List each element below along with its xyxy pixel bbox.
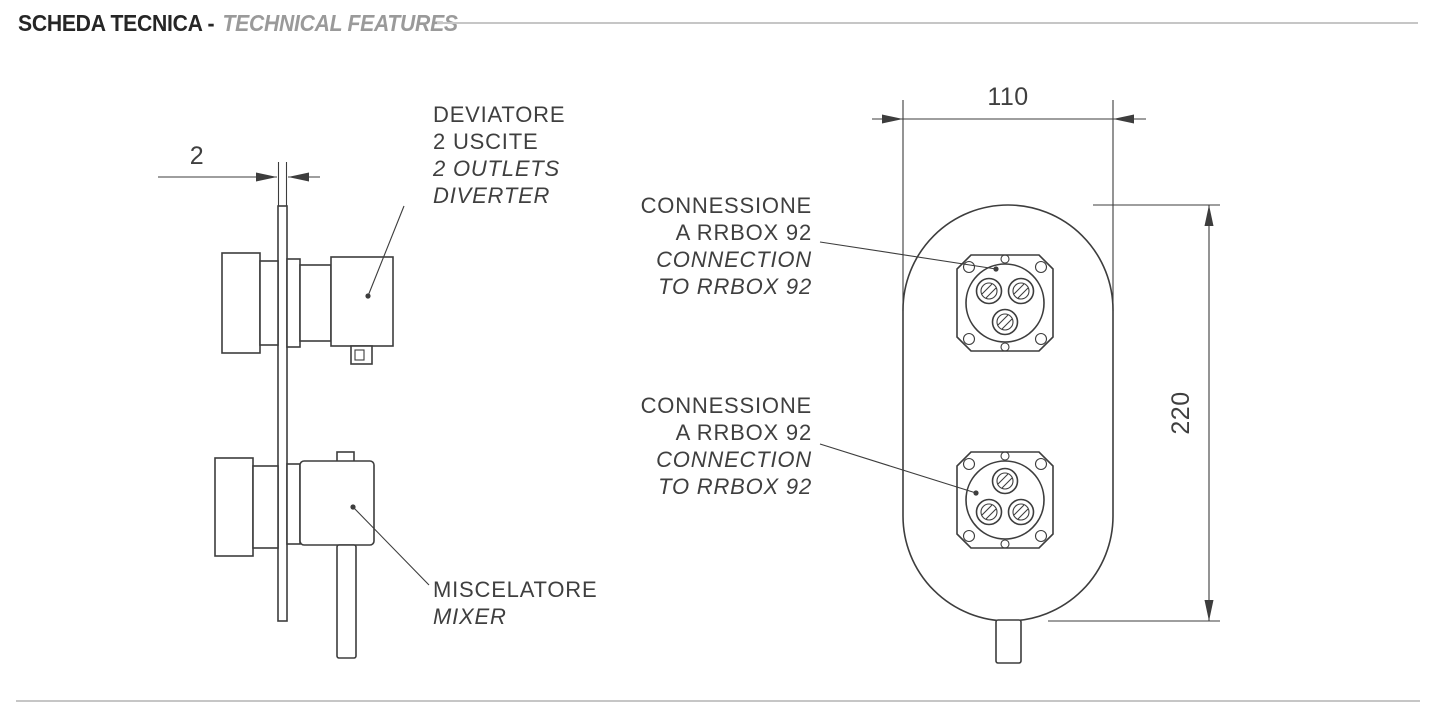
upper-flange-port-left xyxy=(975,277,1003,305)
connection-top-label: CONNESSIONE A RRBOX 92 CONNECTION TO RRB… xyxy=(641,193,999,299)
diverter-label-line3: 2 OUTLETS xyxy=(432,156,560,181)
dim-plate-thickness: 2 xyxy=(158,142,320,206)
page-title-secondary: TECHNICAL FEATURES xyxy=(222,9,458,36)
mixer-flange xyxy=(286,463,301,545)
mixer-leader-dot xyxy=(350,504,356,510)
mixer-label-line2: MIXER xyxy=(433,604,507,629)
wall-plate-side xyxy=(277,205,288,622)
diverter-inwall-body xyxy=(221,252,261,354)
lower-flange-bore xyxy=(965,460,1045,540)
dim-plate-thickness-value: 2 xyxy=(190,142,204,170)
upper-connection-flange xyxy=(956,254,1054,352)
diverter-assembly xyxy=(221,252,394,365)
dim-width-value: 110 xyxy=(987,83,1028,111)
connection-top-line1: CONNESSIONE xyxy=(641,193,812,218)
connection-top-line3: CONNECTION xyxy=(656,247,812,272)
header-rule xyxy=(437,22,1418,24)
lower-flange-port-right xyxy=(1007,498,1035,526)
diverter-flange xyxy=(286,258,301,348)
dim-width-110: 110 xyxy=(872,83,1146,311)
faceplate-outline xyxy=(902,204,1114,622)
mixer-assembly xyxy=(214,451,375,659)
diverter-base xyxy=(299,264,332,342)
connection-bottom-line1: CONNESSIONE xyxy=(641,393,812,418)
connection-bottom-line3: CONNECTION xyxy=(656,447,812,472)
mixer-label: MISCELATORE MIXER xyxy=(350,504,597,629)
lower-connection-flange xyxy=(956,451,1054,549)
lower-flange-port-left xyxy=(975,498,1003,526)
connection-top-line4: TO RRBOX 92 xyxy=(658,274,812,299)
front-view: 110 220 xyxy=(641,83,1220,664)
footer-rule xyxy=(16,700,1420,702)
dim-height-value: 220 xyxy=(1167,391,1195,434)
mixer-lever xyxy=(336,544,357,659)
dim-height-220: 220 xyxy=(1048,204,1220,622)
lever-stub-front xyxy=(995,619,1022,664)
lower-flange-port-top xyxy=(991,467,1019,495)
diverter-label-line4: DIVERTER xyxy=(433,183,550,208)
diverter-leader-dot xyxy=(365,293,371,299)
mixer-body xyxy=(299,460,375,546)
mixer-inwall-step xyxy=(252,465,279,549)
upper-flange-port-right xyxy=(1007,277,1035,305)
mixer-label-line1: MISCELATORE xyxy=(433,577,597,602)
page-title-primary: SCHEDA TECNICA - xyxy=(18,9,215,36)
upper-flange-bore xyxy=(965,263,1045,343)
diverter-label: DEVIATORE 2 USCITE 2 OUTLETS DIVERTER xyxy=(365,102,565,299)
diverter-label-line1: DEVIATORE xyxy=(433,102,565,127)
upper-flange-port-bottom xyxy=(991,308,1019,336)
connection-bottom-leader-dot xyxy=(973,490,979,496)
diverter-knob xyxy=(330,256,394,347)
side-view: 2 DEVIATORE 2 USCITE 2 OUTLETS xyxy=(158,102,597,659)
connection-top-line2: A RRBOX 92 xyxy=(676,220,812,245)
diverter-indicator-detail xyxy=(354,349,365,361)
diverter-inwall-step xyxy=(259,260,279,346)
connection-bottom-line2: A RRBOX 92 xyxy=(676,420,812,445)
connection-top-leader-dot xyxy=(993,266,999,272)
diverter-label-line2: 2 USCITE xyxy=(433,129,538,154)
page-title: SCHEDA TECNICA - TECHNICAL FEATURES xyxy=(18,10,458,37)
connection-bottom-line4: TO RRBOX 92 xyxy=(658,474,812,499)
page-header: SCHEDA TECNICA - TECHNICAL FEATURES xyxy=(18,8,496,38)
connection-bottom-label: CONNESSIONE A RRBOX 92 CONNECTION TO RRB… xyxy=(641,393,979,499)
mixer-inwall-body xyxy=(214,457,254,557)
diverter-indicator xyxy=(350,345,373,365)
